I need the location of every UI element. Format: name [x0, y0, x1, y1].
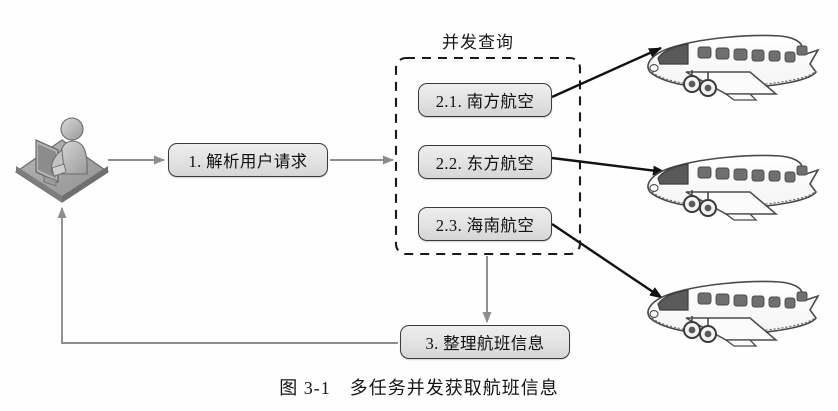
airplane-icon-3 [647, 280, 820, 347]
node-parse-user-request[interactable]: 1. 解析用户请求 [168, 143, 328, 177]
node-organize-flight-info[interactable]: 3. 整理航班信息 [400, 325, 570, 359]
node-southern-airlines[interactable]: 2.1. 南方航空 [418, 83, 552, 117]
user-at-computer-icon [14, 117, 110, 203]
airplane-icon-2 [647, 154, 820, 221]
connector-step3-to-actor [57, 207, 398, 344]
figure-caption: 图 3-1 多任务并发获取航班信息 [279, 378, 559, 398]
concurrent-group-dashed-border [394, 56, 582, 256]
node-hainan-airlines[interactable]: 2.3. 海南航空 [418, 207, 552, 241]
connector-step2-3-to-plane-3 [551, 223, 663, 299]
connector-step2-1-to-plane-1 [551, 46, 662, 99]
node-eastern-airlines[interactable]: 2.2. 东方航空 [418, 145, 552, 179]
airplane-icon-1 [647, 34, 820, 101]
connector-step2-2-to-plane-2 [551, 156, 666, 176]
concurrent-group-title: 并发查询 [442, 33, 514, 52]
